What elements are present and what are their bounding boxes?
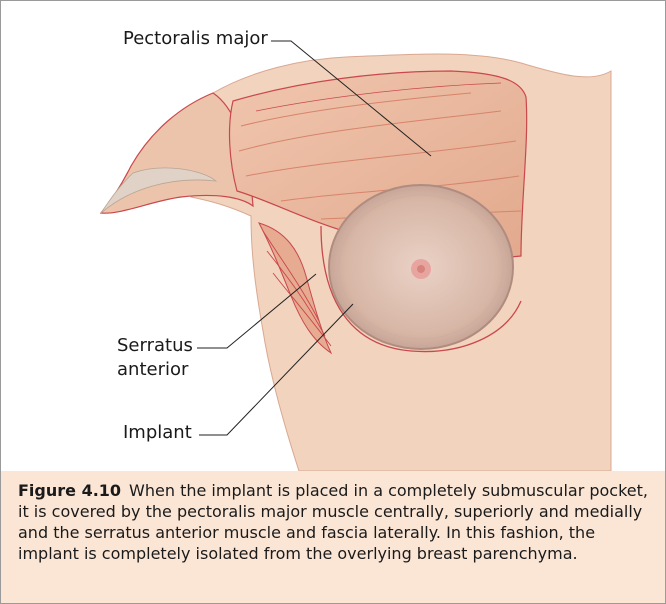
caption-figure-number: Figure 4.10: [18, 481, 121, 500]
label-serratus-anterior: Serratus anterior: [117, 334, 193, 382]
label-implant: Implant: [123, 421, 192, 445]
label-serratus-line1: Serratus: [117, 334, 193, 358]
label-pectoralis-major: Pectoralis major: [123, 27, 268, 51]
label-serratus-line2: anterior: [117, 358, 193, 382]
anatomical-illustration: [1, 1, 665, 471]
